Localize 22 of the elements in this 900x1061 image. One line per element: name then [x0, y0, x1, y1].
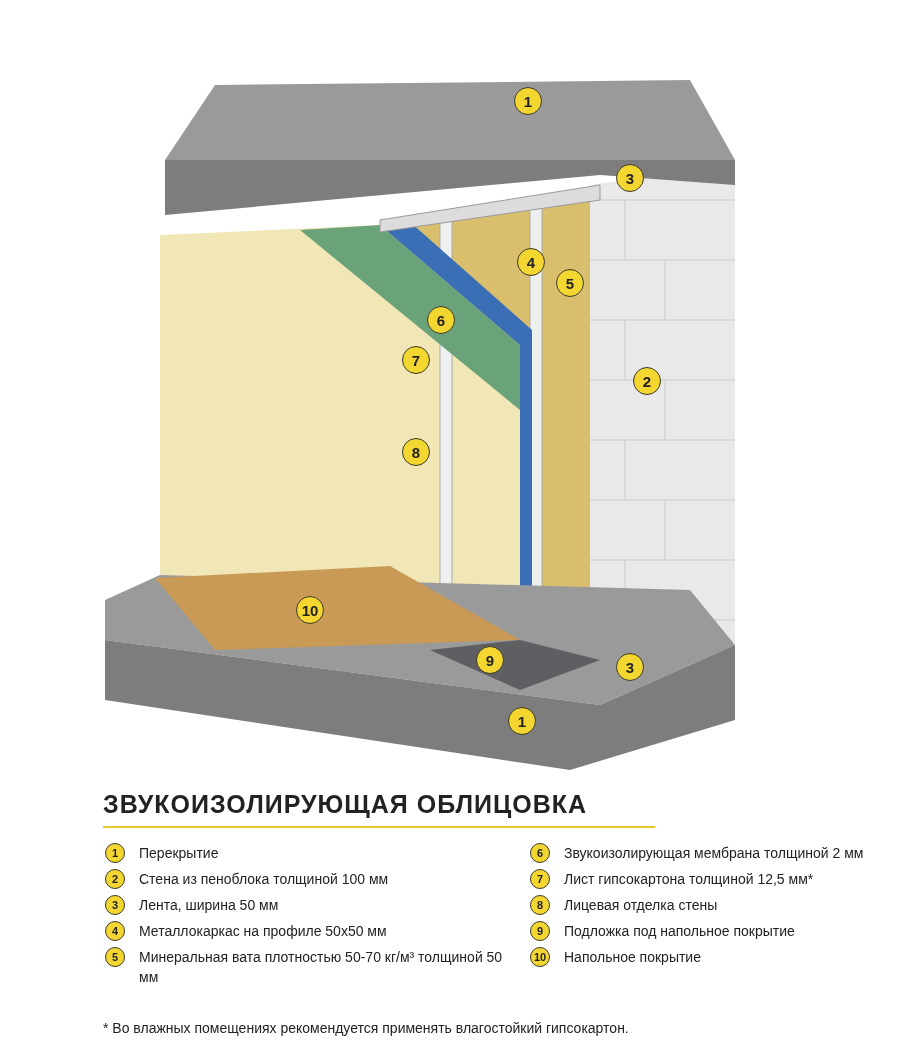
- legend-text: Перекрытие: [139, 844, 219, 863]
- legend-text: Лента, ширина 50 мм: [139, 896, 279, 915]
- callout-number: 10: [530, 947, 550, 967]
- legend-text: Стена из пеноблока толщиной 100 мм: [139, 870, 389, 889]
- legend-text: Металлокаркас на профиле 50х50 мм: [139, 922, 387, 941]
- callout-number: 6: [530, 843, 550, 863]
- legend-text: Лист гипсокартона толщиной 12,5 мм*: [564, 870, 814, 889]
- title: ЗВУКОИЗОЛИРУЮЩАЯ ОБЛИЦОВКА: [103, 790, 588, 819]
- callout-number: 9: [530, 921, 550, 941]
- callout-number: 1: [105, 843, 125, 863]
- legend-text: Лицевая отделка стены: [564, 896, 718, 915]
- footnote: * Во влажных помещениях рекомендуется применять влагостойкий гипсокартон.: [103, 1020, 629, 1036]
- callout-number: 8: [530, 895, 550, 915]
- callout-number: 2: [105, 869, 125, 889]
- callout-number: 3: [105, 895, 125, 915]
- callout-number: 7: [530, 869, 550, 889]
- legend-text: Напольное покрытие: [564, 948, 701, 967]
- legend-text: Подложка под напольное покрытие: [564, 922, 795, 941]
- callout-number: 5: [105, 947, 125, 967]
- legend-text: Минеральная вата плотностью 50-70 кг/м³ толщиной 50 мм: [139, 948, 504, 987]
- legend-text: Звукоизолирующая мембрана толщиной 2 мм: [564, 844, 864, 863]
- callout-number: 4: [105, 921, 125, 941]
